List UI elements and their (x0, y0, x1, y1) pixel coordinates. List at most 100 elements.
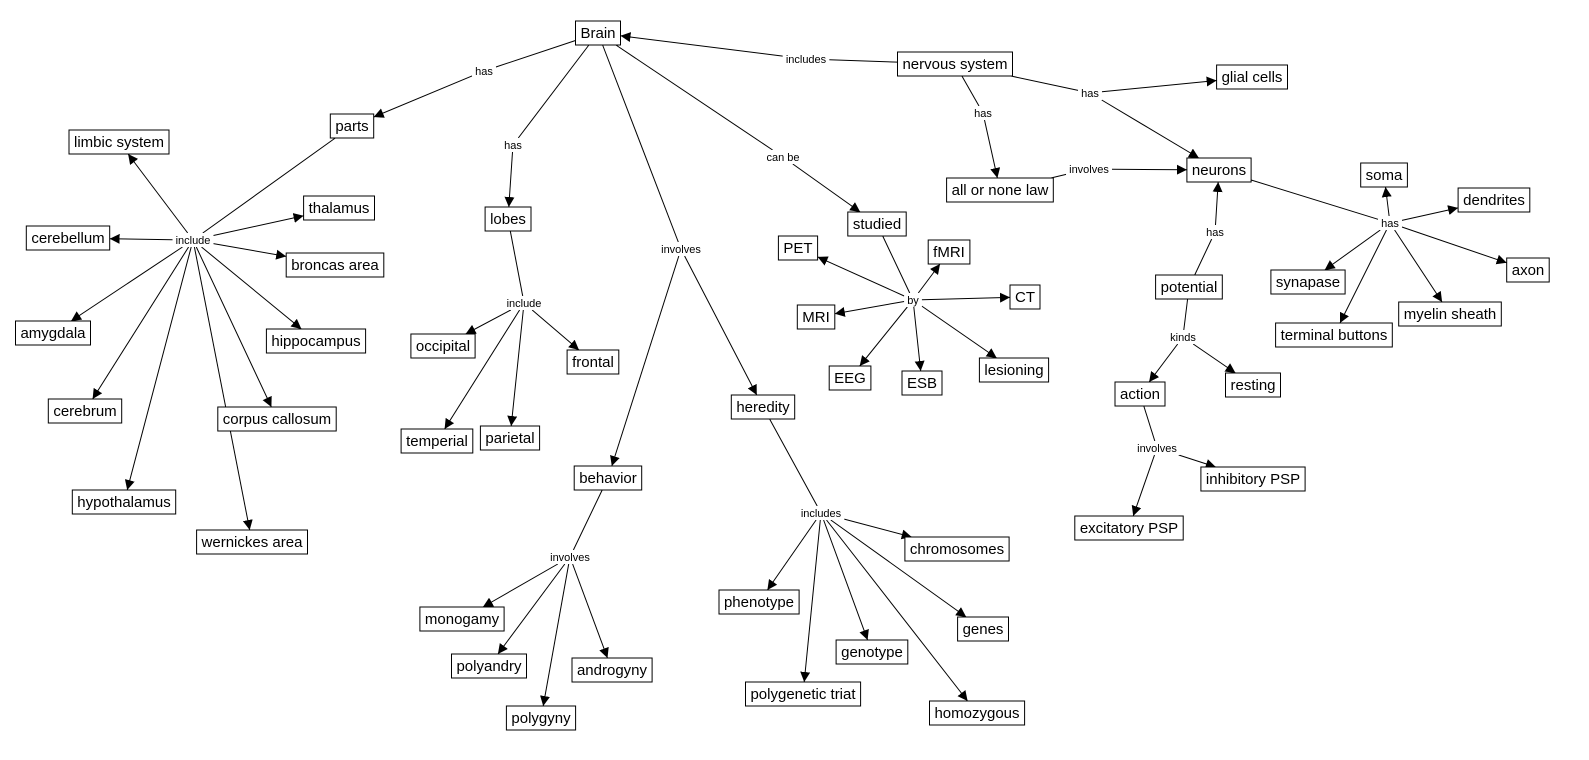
linking-phrase-label: has (504, 140, 522, 152)
concept-phenotype[interactable]: phenotype (718, 589, 800, 615)
linking-phrase-bg (904, 293, 922, 307)
concept-parietal[interactable]: parietal (479, 425, 541, 451)
concept-label: potential (1161, 279, 1218, 296)
linking-phrase-bg (1134, 441, 1180, 455)
connector-heredity-includes-to-genotype (823, 519, 869, 641)
concept-cerebrum[interactable]: cerebrum (47, 398, 123, 424)
concept-box (897, 51, 1013, 77)
concept-label: temperial (406, 433, 468, 450)
concept-box (835, 639, 909, 665)
concept-label: phenotype (724, 594, 794, 611)
concept-excitatory-psp[interactable]: excitatory PSP (1074, 515, 1184, 541)
concept-box (47, 398, 123, 424)
linking-phrase-label: has (974, 108, 992, 120)
concept-label: cerebrum (53, 403, 116, 420)
concept-dendrites[interactable]: dendrites (1457, 187, 1531, 213)
concept-box (957, 616, 1009, 642)
connector-lobes-include-to-parietal (507, 309, 524, 427)
concept-amygdala[interactable]: amygdala (15, 320, 91, 346)
concept-label: cerebellum (31, 230, 104, 247)
concept-potential[interactable]: potential (1155, 274, 1223, 300)
concept-genes[interactable]: genes (957, 616, 1009, 642)
connector-parts-include-to-thalamus (213, 213, 304, 236)
connector-action-to-action-involves (1143, 405, 1156, 442)
concept-box (777, 235, 819, 261)
concept-ct[interactable]: CT (1009, 284, 1041, 310)
concept-cerebellum[interactable]: cerebellum (25, 225, 111, 251)
concept-label: wernickes area (201, 534, 304, 551)
concept-parts[interactable]: parts (329, 113, 375, 139)
concept-monogamy[interactable]: monogamy (419, 606, 505, 632)
connector-ns-includes-to-brain (620, 32, 783, 57)
concept-genotype[interactable]: genotype (835, 639, 909, 665)
concept-mri[interactable]: MRI (796, 304, 836, 330)
concept-action[interactable]: action (1114, 381, 1166, 407)
concept-fmri[interactable]: fMRI (927, 239, 971, 265)
linking-phrase-bg (658, 242, 704, 256)
concept-occipital[interactable]: occipital (410, 333, 476, 359)
connector-neurons-has-to-soma (1381, 186, 1392, 217)
connector-neurons-has-to-myelin-sheath (1394, 229, 1443, 303)
connector-parts-include-to-corpus-callosum (195, 246, 272, 408)
concept-thalamus[interactable]: thalamus (303, 195, 376, 221)
linking-phrase-behavior-involves: involves (547, 550, 593, 564)
concept-box (571, 657, 653, 683)
concept-synapase[interactable]: synapase (1270, 269, 1346, 295)
concept-lesioning[interactable]: lesioning (978, 357, 1050, 383)
concept-label: action (1120, 386, 1160, 403)
concept-box (68, 129, 170, 155)
concept-pet[interactable]: PET (777, 235, 819, 261)
connector-parts-include-to-hippocampus (201, 246, 302, 330)
connector-nervous-system-to-ns-has-cells (1010, 75, 1079, 91)
connector-potential-to-potential-kinds (1183, 298, 1189, 331)
concept-esb[interactable]: ESB (901, 370, 943, 396)
concept-heredity[interactable]: heredity (730, 394, 796, 420)
concept-lobes[interactable]: lobes (484, 206, 532, 232)
connector-parts-include-to-broncas-area (213, 243, 287, 260)
concept-corpus-callosum[interactable]: corpus callosum (217, 406, 337, 432)
concept-neurons[interactable]: neurons (1186, 157, 1252, 183)
connector-lobes-include-to-occipital (465, 309, 512, 335)
concept-limbic-system[interactable]: limbic system (68, 129, 170, 155)
concept-box (303, 195, 376, 221)
linking-phrase-label: involves (1137, 443, 1177, 455)
linking-phrase-brain-can-be: can be (763, 150, 803, 164)
concept-behavior[interactable]: behavior (573, 465, 643, 491)
linking-phrase-ns-has-law: has (971, 106, 995, 120)
concept-eeg[interactable]: EEG (828, 365, 872, 391)
linking-phrase-bg (1066, 162, 1112, 176)
concept-frontal[interactable]: frontal (566, 349, 620, 375)
concept-brain[interactable]: Brain (575, 20, 621, 46)
concept-broncas-area[interactable]: broncas area (285, 252, 385, 278)
concept-androgyny[interactable]: androgyny (571, 657, 653, 683)
concept-inhibitory-psp[interactable]: inhibitory PSP (1200, 466, 1306, 492)
concept-box (901, 370, 943, 396)
concept-polygyny[interactable]: polygyny (505, 705, 577, 731)
concept-box (1074, 515, 1184, 541)
linking-phrase-label: include (507, 298, 542, 310)
concept-studied[interactable]: studied (847, 211, 907, 237)
connector-parts-include-to-amygdala (70, 246, 183, 322)
concept-myelin-sheath[interactable]: myelin sheath (1398, 301, 1502, 327)
connector-brain-involves-to-behavior (610, 255, 680, 467)
concept-resting[interactable]: resting (1225, 372, 1281, 398)
concept-glial-cells[interactable]: glial cells (1216, 64, 1288, 90)
concept-polyandry[interactable]: polyandry (451, 653, 527, 679)
concept-box (847, 211, 907, 237)
concept-hippocampus[interactable]: hippocampus (265, 328, 367, 354)
concept-all-or-none-law[interactable]: all or none law (946, 177, 1054, 203)
concept-chromosomes[interactable]: chromosomes (904, 536, 1010, 562)
concept-box (745, 681, 862, 707)
concept-label: limbic system (74, 134, 164, 151)
concept-soma[interactable]: soma (1360, 162, 1408, 188)
concept-hypothalamus[interactable]: hypothalamus (71, 489, 177, 515)
concept-axon[interactable]: axon (1506, 257, 1550, 283)
concept-terminal-buttons[interactable]: terminal buttons (1275, 322, 1393, 348)
concept-temperial[interactable]: temperial (400, 428, 474, 454)
concept-label: terminal buttons (1281, 327, 1388, 344)
concept-wernickes-area[interactable]: wernickes area (196, 529, 309, 555)
concept-homozygous[interactable]: homozygous (929, 700, 1026, 726)
concept-nervous-system[interactable]: nervous system (897, 51, 1013, 77)
concept-box (796, 304, 836, 330)
concept-polygenetic-triat[interactable]: polygenetic triat (745, 681, 862, 707)
